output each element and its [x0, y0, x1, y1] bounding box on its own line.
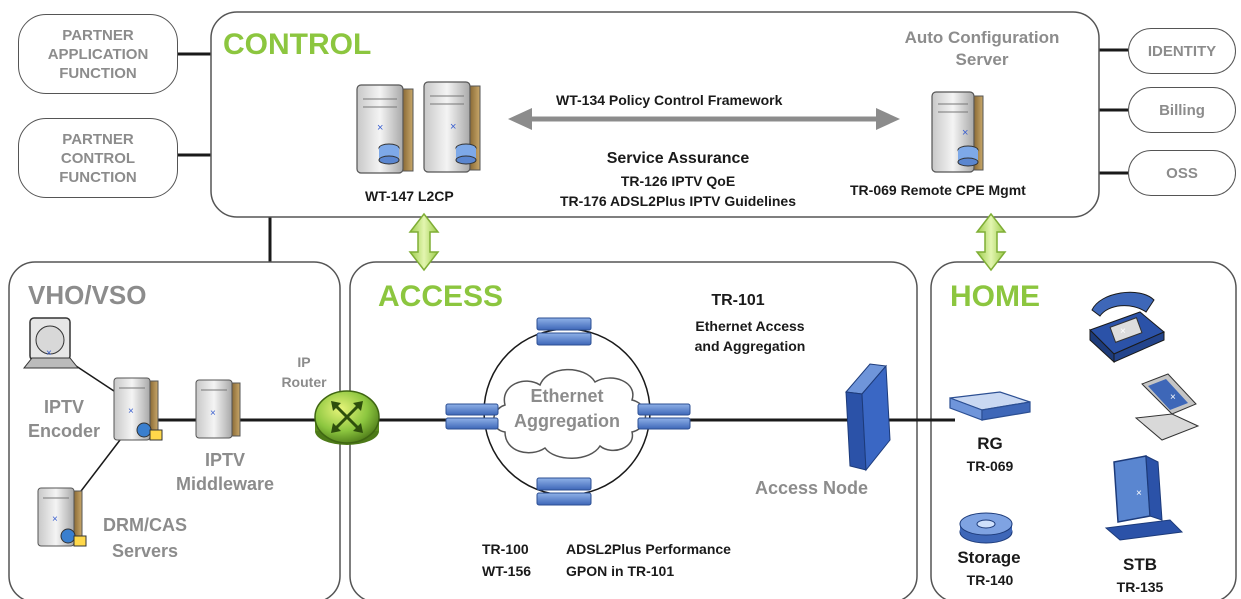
svg-text:×: ×	[377, 122, 383, 134]
rg-label: RG	[977, 434, 1003, 453]
stb-tr-label: TR-135	[1116, 579, 1164, 595]
l2cp-label: WT-147 L2CP	[365, 188, 454, 204]
tr101-label: TR-101	[711, 292, 765, 309]
access-node-label: Access Node	[755, 478, 869, 498]
svg-text:×: ×	[52, 514, 58, 525]
tr069-mgmt-label: TR-069 Remote CPE Mgmt	[850, 182, 1026, 198]
aggregation-cloud	[493, 368, 647, 459]
ip-router-icon	[314, 390, 380, 445]
wt156-desc-label: GPON in TR-101	[566, 563, 675, 579]
storage-icon	[959, 512, 1013, 544]
svg-text:×: ×	[1170, 392, 1176, 403]
telephone-icon: ×	[1089, 291, 1165, 364]
drm-cas-label: DRM/CAS Servers	[103, 515, 187, 561]
encoder-server-icon: ×	[113, 377, 163, 441]
connector-lines	[178, 48, 1128, 263]
partner-control-pill: PARTNER CONTROL FUNCTION	[18, 118, 178, 198]
iptv-middleware-label: IPTV Middleware	[175, 450, 275, 494]
home-title: HOME	[950, 280, 1040, 313]
service-assurance-label: Service Assurance	[606, 150, 750, 167]
encoder-camera-icon: ×	[22, 317, 80, 369]
switch-top-icon	[536, 317, 592, 346]
svg-text:×: ×	[1136, 488, 1142, 499]
storage-tr-label: TR-140	[966, 572, 1014, 588]
acs-server-icon: ×	[931, 91, 984, 173]
iptv-encoder-label: IPTV Encoder	[27, 397, 101, 441]
access-node-icon	[845, 363, 891, 472]
policy-arrow	[508, 108, 900, 130]
switch-bottom-icon	[536, 477, 592, 506]
tr100-desc-label: ADSL2Plus Performance	[566, 541, 731, 557]
control-access-arrow	[408, 212, 440, 272]
drm-server-icon: ×	[37, 487, 87, 547]
tr126-label: TR-126 IPTV QoE	[620, 173, 736, 189]
svg-text:×: ×	[1120, 326, 1126, 337]
svg-text:×: ×	[46, 348, 52, 359]
cloud-label: Ethernet Aggregation	[514, 386, 620, 431]
access-title: ACCESS	[378, 280, 504, 313]
switch-right-icon	[637, 403, 691, 430]
storage-label: Storage	[957, 548, 1021, 567]
control-title: CONTROL	[223, 28, 372, 61]
tr100-label: TR-100	[482, 541, 529, 557]
tr176-label: TR-176 ADSL2Plus IPTV Guidelines	[560, 193, 796, 209]
stb-label: STB	[1123, 555, 1157, 574]
switch-left-icon	[445, 403, 499, 430]
rg-modem-icon	[949, 391, 1031, 421]
svg-text:×: ×	[128, 406, 134, 417]
identity-pill: IDENTITY	[1128, 28, 1236, 74]
vho-links	[69, 361, 955, 496]
tr101-desc-label: Ethernet Access and Aggregation	[694, 318, 806, 354]
oss-pill: OSS	[1128, 150, 1236, 196]
rg-tr-label: TR-069	[966, 458, 1014, 474]
svg-text:×: ×	[962, 127, 968, 139]
partner-application-pill: PARTNER APPLICATION FUNCTION	[18, 14, 178, 94]
laptop-icon: ×	[1134, 373, 1200, 441]
wt156-label: WT-156	[482, 563, 532, 579]
svg-text:×: ×	[450, 121, 456, 133]
billing-pill: Billing	[1128, 87, 1236, 133]
l2cp-server-icon: × ×	[356, 81, 481, 174]
stb-monitor-icon: ×	[1104, 455, 1184, 541]
svg-text:×: ×	[210, 408, 216, 419]
policy-label: WT-134 Policy Control Framework	[556, 92, 783, 108]
ip-router-label: IP Router	[281, 354, 327, 390]
control-home-arrow	[975, 212, 1007, 272]
acs-label: Auto Configuration Server	[904, 28, 1060, 69]
middleware-server-icon: ×	[195, 379, 241, 439]
vho-title: VHO/VSO	[28, 280, 147, 310]
